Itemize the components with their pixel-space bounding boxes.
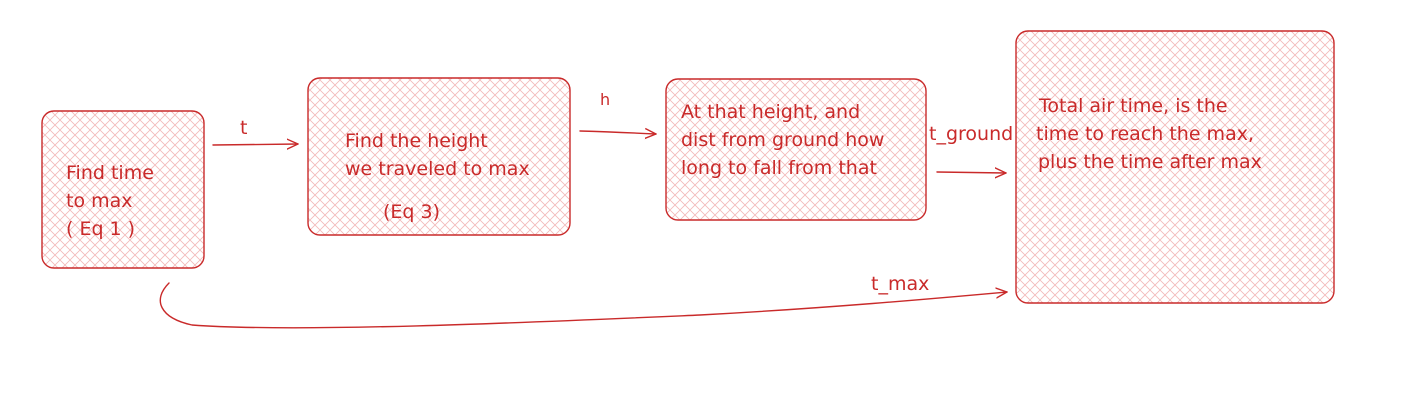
node-fall-time-line-3: long to fall from that (681, 157, 877, 179)
node-total-air-time-line-3: plus the time after max (1038, 151, 1262, 173)
edge-h-label: h (600, 90, 610, 109)
node-find-height-ref: (Eq 3) (383, 201, 440, 223)
node-total-air-time-line-1: Total air time, is the (1038, 95, 1228, 117)
node-find-time-to-max[interactable]: Find time to max ( Eq 1 ) (41, 110, 205, 269)
node-total-air-time-line-2: time to reach the max, (1036, 123, 1254, 145)
node-find-time-to-max-line-3: ( Eq 1 ) (66, 218, 135, 240)
edge-h: h (579, 90, 657, 134)
node-fall-time[interactable]: At that height, and dist from ground how… (665, 78, 927, 221)
node-fall-time-line-1: At that height, and (681, 101, 860, 123)
node-total-air-time-box (1015, 30, 1335, 304)
node-find-time-to-max-line-2: to max (66, 190, 133, 212)
node-find-height[interactable]: Find the height we traveled to max (Eq 3… (307, 77, 571, 236)
edge-h-arrow (579, 131, 657, 134)
edge-t-max-label: t_max (871, 273, 929, 295)
node-find-height-line-1: Find the height (345, 130, 488, 152)
edge-t-max: t_max (159, 273, 1008, 329)
node-find-time-to-max-box (41, 110, 205, 269)
edge-t: t (212, 117, 299, 145)
edge-t-ground-label: t_ground (929, 123, 1013, 145)
edge-t-max-arrow (159, 282, 1008, 329)
node-find-time-to-max-line-1: Find time (66, 162, 154, 184)
node-find-height-line-2: we traveled to max (345, 158, 530, 180)
node-find-height-box (307, 77, 571, 236)
edge-t-ground-arrow (936, 172, 1007, 173)
node-fall-time-box (665, 78, 927, 221)
node-fall-time-line-2: dist from ground how (681, 129, 884, 151)
edge-t-arrow (212, 144, 299, 145)
edge-t-ground: t_ground (929, 123, 1013, 173)
node-total-air-time[interactable]: Total air time, is the time to reach the… (1015, 30, 1335, 304)
edge-t-label: t (240, 117, 247, 139)
